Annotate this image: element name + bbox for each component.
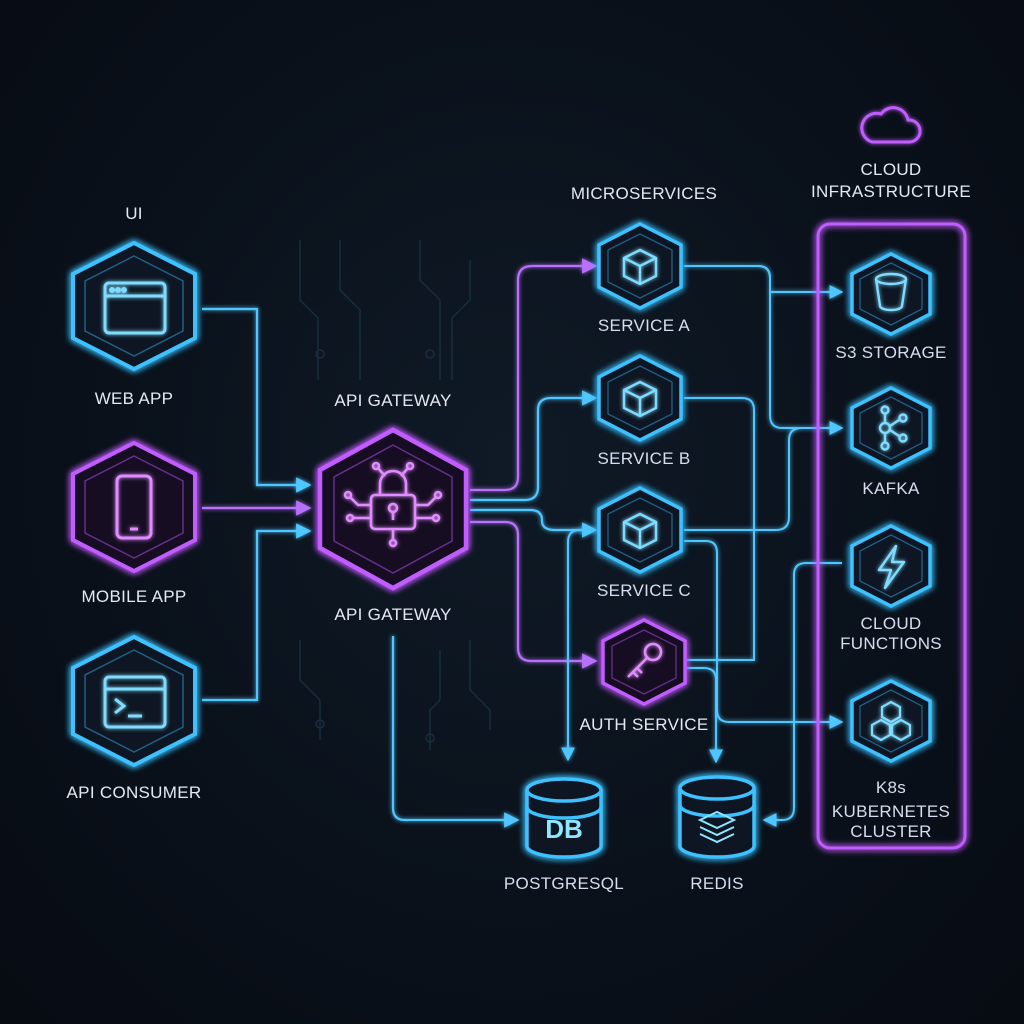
cloud-functions-label-line1: CLOUD: [860, 614, 921, 633]
connectors-clients: [202, 307, 312, 702]
service-b-label: SERVICE B: [597, 449, 690, 468]
s3-storage-node[interactable]: [850, 252, 932, 336]
background-circuit-traces: [299, 240, 491, 750]
service-c-node[interactable]: [597, 486, 683, 574]
kubernetes-label-line2: CLUSTER: [850, 822, 931, 841]
service-a-node[interactable]: [597, 222, 683, 310]
cloud-functions-label-line2: FUNCTIONS: [840, 634, 942, 653]
redis-label: REDIS: [690, 874, 743, 893]
redis-node[interactable]: [678, 775, 756, 859]
kubernetes-node[interactable]: [850, 679, 932, 763]
auth-service-node[interactable]: [601, 618, 687, 706]
service-c-label: SERVICE C: [597, 581, 691, 600]
cube-icon: [622, 248, 658, 286]
postgresql-label: POSTGRESQL: [504, 874, 624, 893]
browser-window-icon: [103, 281, 167, 335]
service-a-label: SERVICE A: [598, 316, 691, 335]
api-gateway-label: API GATEWAY: [334, 605, 451, 624]
connectors-gateway-services: [391, 258, 598, 828]
kafka-node[interactable]: [850, 386, 932, 470]
smartphone-icon: [115, 474, 153, 540]
kubernetes-label-line1: KUBERNETES: [832, 802, 950, 821]
ui-heading: UI: [125, 204, 143, 223]
connectors-services-infra: [561, 265, 844, 827]
padlock-circuit-icon: [343, 461, 443, 548]
mobile-app-label: MOBILE APP: [81, 587, 186, 606]
cloud-infrastructure-panel: [816, 222, 967, 850]
kafka-label: KAFKA: [862, 479, 920, 498]
db-icon-text: DB: [545, 814, 583, 844]
web-app-label: WEB APP: [95, 389, 174, 408]
s3-storage-label: S3 STORAGE: [835, 343, 946, 362]
cloud-icon: [860, 106, 922, 144]
microservices-heading: MICROSERVICES: [571, 184, 717, 203]
cloud-infrastructure-heading-line2: INFRASTRUCTURE: [811, 182, 971, 201]
api-gateway-node[interactable]: [317, 427, 469, 591]
bucket-icon: [874, 272, 908, 312]
api-gateway-heading: API GATEWAY: [334, 391, 451, 410]
k8s-label: K8s: [876, 778, 906, 797]
cube-icon: [622, 512, 658, 550]
lightning-icon: [877, 544, 906, 590]
cube-icon: [622, 380, 658, 418]
cloud-functions-node[interactable]: [850, 524, 932, 608]
web-app-node[interactable]: [71, 240, 197, 372]
api-consumer-node[interactable]: [71, 634, 197, 768]
redis-stack-icon: [678, 775, 756, 859]
auth-service-label: AUTH SERVICE: [580, 715, 709, 734]
service-b-node[interactable]: [597, 354, 683, 442]
key-icon: [627, 642, 663, 678]
kafka-icon: [878, 405, 908, 451]
postgresql-node[interactable]: DB: [525, 777, 603, 859]
redis-layers-icon: [697, 810, 737, 844]
mobile-app-node[interactable]: [71, 440, 197, 574]
api-consumer-label: API CONSUMER: [67, 783, 202, 802]
hexagon-cluster-icon: [870, 700, 912, 742]
terminal-icon: [103, 675, 167, 729]
database-icon: [525, 777, 603, 859]
cloud-infrastructure-heading-line1: CLOUD: [860, 160, 921, 179]
